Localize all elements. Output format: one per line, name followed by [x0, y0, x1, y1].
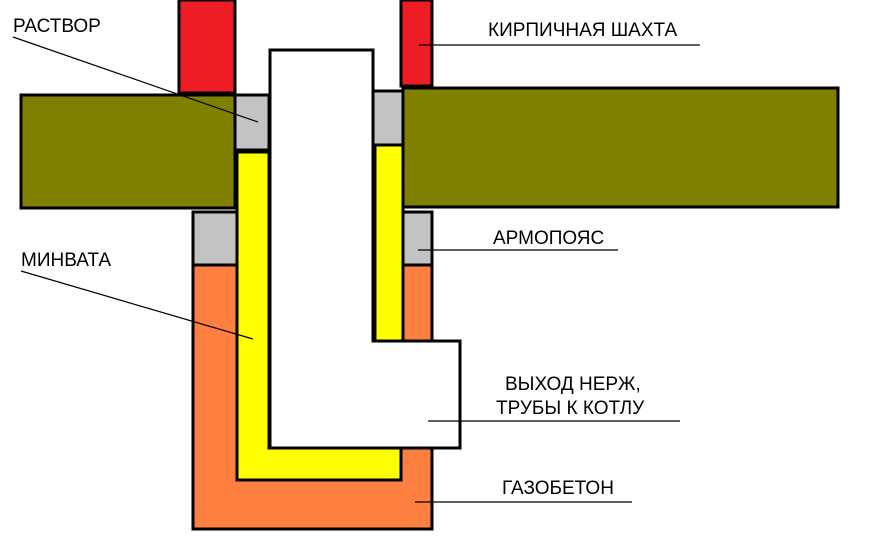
stainless-pipe	[268, 48, 462, 450]
brick-shaft-right	[399, 0, 434, 88]
mineral-wool-right	[373, 143, 405, 345]
floor-slab-right	[401, 86, 840, 209]
label-pipe-outlet-line1: ВЫХОД НЕРЖ,	[505, 374, 641, 395]
label-mineral-wool: МИНВАТА	[21, 250, 111, 271]
brick-shaft-left	[177, 0, 237, 95]
label-brick-shaft: КИРПИЧНАЯ ШАХТА	[488, 20, 678, 41]
aerated-concrete-right-column	[399, 263, 434, 343]
label-reinforced-belt: АРМОПОЯС	[493, 228, 604, 249]
mortar-right	[371, 89, 405, 147]
label-pipe-outlet-line2: ТРУБЫ К КОТЛУ	[496, 398, 645, 419]
floor-slab-left	[19, 93, 237, 210]
mortar-left	[233, 93, 271, 152]
leader-mineral-wool	[20, 270, 254, 340]
reinforced-belt-right	[399, 210, 434, 267]
label-aerated-concrete: ГАЗОБЕТОН	[502, 478, 614, 499]
leader-mortar	[12, 36, 259, 123]
label-mortar: РАСТВОР	[13, 16, 101, 37]
reinforced-belt-left	[191, 210, 239, 267]
